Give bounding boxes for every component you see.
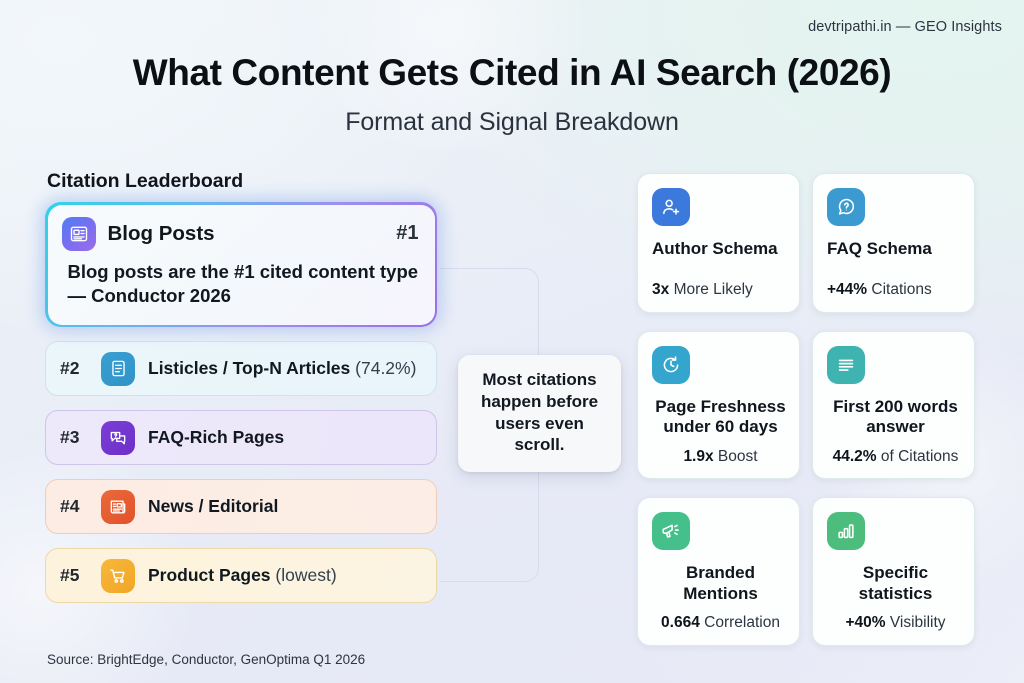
leaderboard-item-qualifier: (lowest) — [275, 565, 337, 586]
brand-watermark: devtripathi.in — GEO Insights — [808, 19, 1002, 35]
signal-card-title: Page Freshness under 60 days — [655, 397, 786, 437]
signal-card-metric-label: Correlation — [704, 614, 780, 632]
leaderboard-item-rank-4[interactable]: #4 News / Editorial — [45, 479, 437, 535]
leaderboard-item-rank-1[interactable]: Blog Posts #1 Blog posts are the #1 cite… — [45, 202, 437, 328]
leaderboard-item-label: FAQ-Rich Pages — [148, 427, 284, 448]
leaderboard-heading: Citation Leaderboard — [47, 170, 244, 192]
signal-card-faq-schema[interactable]: FAQ Schema +44% Citations — [812, 173, 975, 313]
leaderboard-item-label: Listicles / Top-N Articles (74.2%) — [148, 358, 416, 379]
signal-card-metric-value: 3x — [652, 281, 670, 299]
leaderboard-item-rank: #5 — [60, 565, 80, 586]
add-user-icon — [652, 188, 690, 226]
signal-card-metric-value: 1.9x — [683, 447, 714, 465]
signal-card-title: Branded Mentions — [683, 563, 758, 603]
blog-post-icon — [61, 216, 96, 251]
signal-card-metric: 44.2% of Citations — [827, 438, 964, 467]
faq-bubble-icon — [101, 420, 135, 455]
signal-card-title: Author Schema — [652, 239, 778, 258]
signal-card-grid: Author Schema 3x More Likely FAQ Schema … — [637, 173, 975, 646]
signal-card-metric: 3x More Likely — [652, 271, 789, 300]
signal-card-title: First 200 words answer — [833, 397, 958, 437]
signal-card-metric: 1.9x Boost — [652, 438, 789, 467]
signal-card-branded-mentions[interactable]: Branded Mentions 0.664 Correlation — [637, 497, 800, 646]
signal-card-specific-statistics[interactable]: Specific statistics +40% Visibility — [812, 497, 975, 646]
signal-card-metric-label: Boost — [717, 447, 758, 465]
leaderboard-item-name: Blog Posts — [107, 221, 215, 245]
signal-card-metric-label: Citations — [871, 281, 932, 299]
leaderboard-item-name: Product Pages — [148, 565, 271, 586]
signal-card-metric-value: 0.664 — [661, 614, 700, 632]
leaderboard-item-rank-3[interactable]: #3 FAQ-Rich Pages — [45, 410, 437, 466]
signal-card-metric-value: +44% — [827, 281, 868, 299]
page-title: What Content Gets Cited in AI Search (20… — [132, 52, 892, 93]
list-document-icon — [101, 351, 135, 386]
leaderboard-item-rank: #1 — [396, 222, 419, 244]
page-subtitle: Format and Signal Breakdown — [345, 108, 679, 136]
shopping-cart-icon — [101, 558, 135, 593]
signal-card-title: FAQ Schema — [827, 239, 932, 258]
signal-card-metric-value: 44.2% — [832, 447, 877, 465]
leaderboard-item-label: News / Editorial — [148, 496, 278, 517]
signal-card-metric-label: More Likely — [673, 281, 753, 299]
signal-card-metric: +40% Visibility — [827, 604, 964, 633]
leaderboard-item-rank: #2 — [60, 358, 80, 379]
text-lines-icon — [827, 346, 865, 384]
bar-chart-icon — [827, 512, 865, 551]
leaderboard-item-rank-2[interactable]: #2 Listicles / Top-N Articles (74.2%) — [45, 341, 437, 397]
signal-card-title: Specific statistics — [858, 563, 933, 603]
megaphone-icon — [652, 512, 690, 551]
source-footnote: Source: BrightEdge, Conductor, GenOptima… — [47, 652, 366, 667]
signal-card-page-freshness[interactable]: Page Freshness under 60 days 1.9x Boost — [637, 331, 800, 480]
leaderboard-item-name: FAQ-Rich Pages — [148, 427, 285, 448]
callout-box: Most citations happen before users even … — [458, 355, 621, 472]
signal-card-metric-value: +40% — [845, 614, 886, 632]
leaderboard-item-rank: #3 — [60, 427, 80, 448]
leaderboard-item-name: Listicles / Top-N Articles — [148, 358, 351, 379]
leaderboard-item-name: News / Editorial — [148, 496, 279, 517]
leaderboard-item-label: Product Pages (lowest) — [148, 565, 337, 586]
clock-refresh-icon — [652, 346, 690, 384]
leaderboard-item-qualifier: (74.2%) — [355, 358, 417, 379]
signal-card-metric-label: of Citations — [880, 447, 959, 465]
signal-card-metric-label: Visibility — [889, 614, 946, 632]
newspaper-icon — [101, 489, 135, 524]
signal-card-author-schema[interactable]: Author Schema 3x More Likely — [637, 173, 800, 313]
signal-card-metric: +44% Citations — [827, 271, 964, 300]
signal-card-first-200-words[interactable]: First 200 words answer 44.2% of Citation… — [812, 331, 975, 480]
leaderboard-item-rank-5[interactable]: #5 Product Pages (lowest) — [45, 548, 437, 604]
leaderboard-list: Blog Posts #1 Blog posts are the #1 cite… — [45, 202, 437, 617]
leaderboard-item-rank: #4 — [60, 496, 80, 517]
signal-card-metric: 0.664 Correlation — [652, 604, 789, 633]
leaderboard-highlight-text: Blog posts are the #1 cited content type… — [67, 260, 419, 307]
question-bubble-icon — [827, 188, 865, 226]
